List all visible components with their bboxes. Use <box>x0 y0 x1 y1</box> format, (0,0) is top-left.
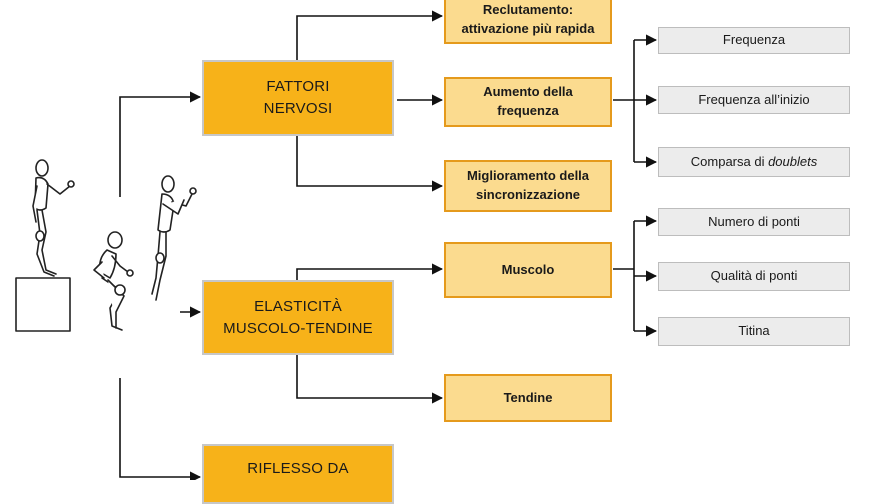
tendine-label: Tendine <box>503 389 553 405</box>
frequenza-inizio-box: Frequenza all’inizio <box>658 86 850 114</box>
takeoff-figure <box>151 175 197 301</box>
numero-ponti-box: Numero di ponti <box>658 208 850 236</box>
titina-box: Titina <box>658 317 850 346</box>
fattori-nervosi-box: FATTORI NERVOSI <box>202 60 394 136</box>
muscolo-label: Muscolo <box>501 261 555 277</box>
squat-figure <box>93 231 134 331</box>
arrow-to-muscolo <box>296 263 444 280</box>
jump-start-figure <box>32 159 75 277</box>
muscolo-box: Muscolo <box>444 242 612 298</box>
arrow-to-fattori <box>119 91 202 197</box>
titina-label: Titina <box>738 323 770 339</box>
plyo-box <box>15 277 71 332</box>
comparsa-prefix: Comparsa di <box>690 153 769 169</box>
aumento-frequenza-label: Aumento della frequenza <box>483 84 573 118</box>
frequenza-box: Frequenza <box>658 27 850 54</box>
frequenza-label: Frequenza <box>722 32 786 48</box>
reclutamento-label: Reclutamento: attivazione più rapida <box>461 2 595 36</box>
elasticita-box: ELASTICITÀ MUSCOLO-TENDINE <box>202 280 394 355</box>
comparsa-label: Comparsa di doublets <box>691 153 817 172</box>
jump-illustration <box>15 159 197 332</box>
connector-lines <box>119 10 658 480</box>
aumento-frequenza-box: Aumento della frequenza <box>444 77 612 127</box>
qualita-ponti-label: Qualità di ponti <box>710 268 798 284</box>
arrow-to-miglioramento <box>296 136 444 192</box>
miglioramento-label: Miglioramento della sincronizzazione <box>466 168 590 202</box>
riflesso-box: RIFLESSO DA <box>202 444 394 504</box>
comparsa-italic: doublets <box>768 153 818 169</box>
arrow-to-tendine <box>296 355 444 404</box>
reclutamento-box: Reclutamento: attivazione più rapida <box>444 0 612 44</box>
qualita-ponti-box: Qualità di ponti <box>658 262 850 291</box>
arrow-to-reclutamento <box>296 10 444 60</box>
fattori-nervosi-label: FATTORI NERVOSI <box>263 78 333 117</box>
comparsa-doublets-box: Comparsa di doublets <box>658 147 850 177</box>
riflesso-label: RIFLESSO DA <box>247 460 349 477</box>
frequenza-inizio-label: Frequenza all’inizio <box>698 91 810 107</box>
elasticita-label: ELASTICITÀ MUSCOLO-TENDINE <box>223 297 373 337</box>
numero-ponti-label: Numero di ponti <box>708 213 800 229</box>
miglioramento-box: Miglioramento della sincronizzazione <box>444 160 612 212</box>
arrow-to-riflesso <box>119 378 202 480</box>
tendine-box: Tendine <box>444 374 612 422</box>
